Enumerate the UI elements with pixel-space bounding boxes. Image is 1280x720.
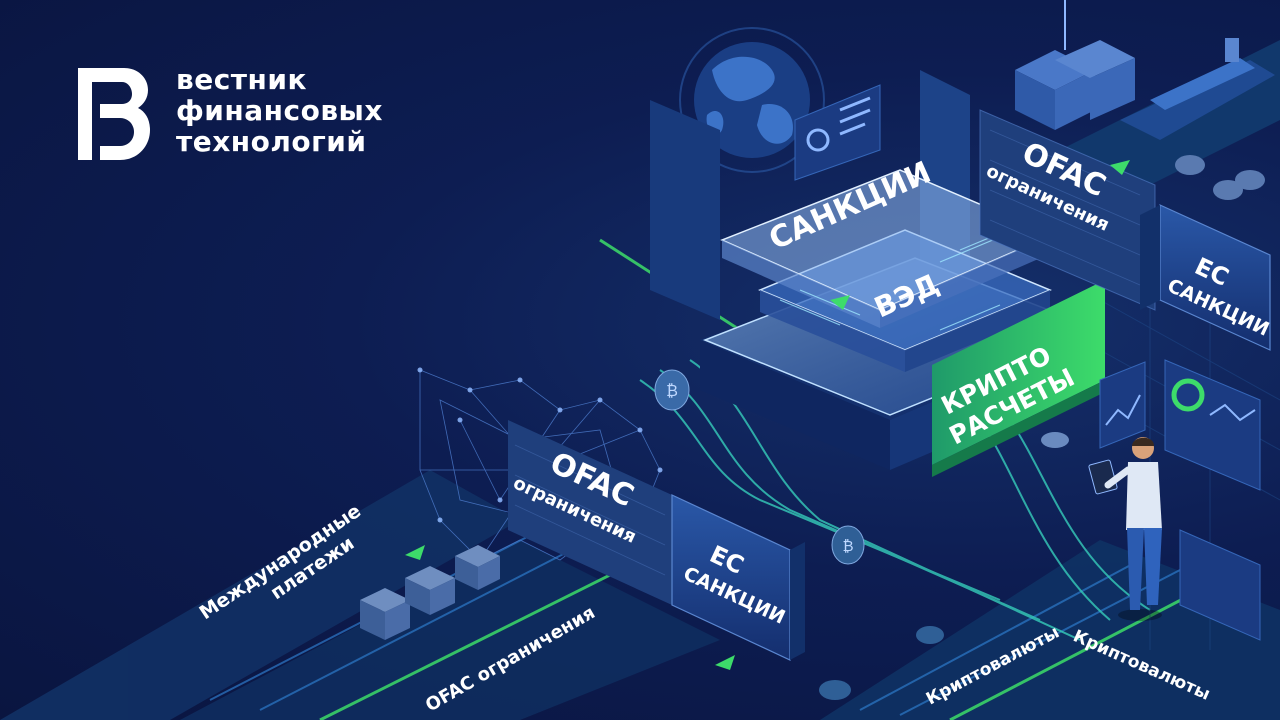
brand-line-3: технологий — [176, 125, 367, 158]
green-arrows — [405, 160, 1130, 670]
brand-line-1: вестник — [176, 63, 308, 96]
eu-sanctions-box-middle — [671, 494, 805, 661]
ofac-wall-top — [979, 109, 1156, 311]
globe-icon — [679, 27, 825, 173]
brand-line-2: финансовых — [176, 94, 383, 127]
crypto-settlements-banner — [932, 280, 1105, 477]
svg-text:₿: ₿ — [842, 537, 853, 555]
analytics-panels-right — [1099, 359, 1261, 641]
bitcoin-coin-icon — [1175, 155, 1265, 200]
person-with-tablet-icon — [1088, 437, 1162, 621]
shipping-containers — [1015, 0, 1135, 130]
dashboard-panel-top — [794, 84, 881, 181]
svg-text:₿: ₿ — [666, 381, 678, 400]
logo-b-icon — [78, 68, 150, 160]
bitcoin-coins-middle: ₿ ₿ — [654, 369, 1069, 700]
container-ship-icon — [1120, 38, 1275, 140]
eu-sanctions-box-top — [1140, 204, 1271, 351]
ofac-wall-middle — [508, 420, 672, 605]
brand-logo[interactable]: вестник финансовых технологий — [72, 64, 383, 164]
brand-wordmark: вестник финансовых технологий — [176, 64, 383, 157]
data-cubes — [360, 545, 500, 640]
